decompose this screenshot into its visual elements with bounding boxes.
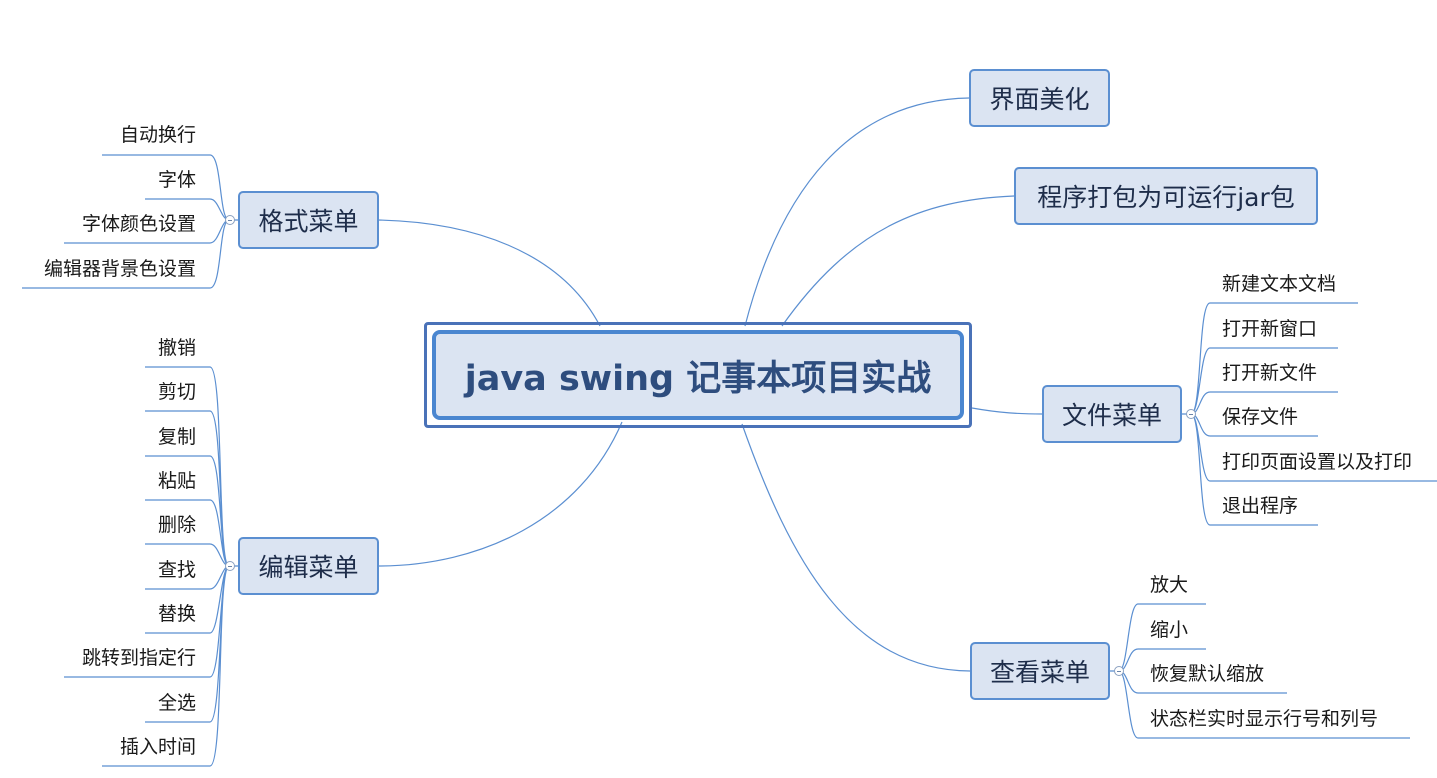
leaf-format-item[interactable]: 字体 bbox=[157, 169, 196, 191]
leaf-format-item[interactable]: 编辑器背景色设置 bbox=[43, 258, 196, 280]
central-topic-title: java swing 记事本项目实战 bbox=[432, 330, 964, 420]
leaf-file-item[interactable]: 保存文件 bbox=[1222, 406, 1299, 428]
topic-view-menu[interactable]: 查看菜单 bbox=[970, 642, 1110, 700]
connector-file bbox=[971, 407, 1043, 415]
connector-format bbox=[377, 219, 601, 327]
connector-beautify bbox=[744, 97, 970, 327]
leaf-edit-item[interactable]: 全选 bbox=[157, 692, 196, 714]
collapse-toggle-format[interactable] bbox=[225, 215, 235, 225]
leaf-edit-item[interactable]: 删除 bbox=[157, 514, 196, 536]
leaf-edit-item[interactable]: 查找 bbox=[157, 559, 196, 581]
collapse-toggle-edit[interactable] bbox=[225, 561, 235, 571]
central-topic[interactable]: java swing 记事本项目实战 bbox=[424, 322, 972, 428]
topic-beautify[interactable]: 界面美化 bbox=[969, 69, 1110, 127]
leaf-edit-item[interactable]: 剪切 bbox=[157, 381, 196, 403]
collapse-toggle-file[interactable] bbox=[1186, 409, 1196, 419]
leaf-file-item[interactable]: 新建文本文档 bbox=[1222, 273, 1337, 295]
leaf-edit-item[interactable]: 撤销 bbox=[157, 337, 196, 359]
collapse-toggle-view[interactable] bbox=[1114, 666, 1124, 676]
leaf-edit-item[interactable]: 复制 bbox=[157, 426, 196, 448]
leaf-file-item[interactable]: 打印页面设置以及打印 bbox=[1222, 451, 1413, 473]
connector-view bbox=[741, 423, 971, 672]
leaf-view-item[interactable]: 恢复默认缩放 bbox=[1150, 663, 1265, 685]
leaf-edit-item[interactable]: 插入时间 bbox=[119, 736, 196, 758]
connector-edit bbox=[377, 421, 623, 567]
leaf-view-item[interactable]: 放大 bbox=[1150, 574, 1189, 596]
connector-package bbox=[781, 195, 1015, 327]
leaf-edit-item[interactable]: 粘贴 bbox=[157, 470, 196, 492]
topic-file-menu[interactable]: 文件菜单 bbox=[1042, 385, 1182, 443]
leaf-edit-item[interactable]: 替换 bbox=[157, 603, 196, 625]
leaf-file-item[interactable]: 打开新窗口 bbox=[1222, 318, 1318, 340]
topic-edit-menu[interactable]: 编辑菜单 bbox=[238, 537, 379, 595]
leaf-view-item[interactable]: 状态栏实时显示行号和列号 bbox=[1150, 708, 1379, 730]
leaf-file-item[interactable]: 打开新文件 bbox=[1222, 362, 1318, 384]
topic-format-menu[interactable]: 格式菜单 bbox=[238, 191, 379, 249]
topic-package-jar[interactable]: 程序打包为可运行jar包 bbox=[1014, 167, 1318, 225]
leaf-file-item[interactable]: 退出程序 bbox=[1222, 495, 1299, 517]
leaf-format-item[interactable]: 自动换行 bbox=[119, 124, 196, 146]
leaf-view-item[interactable]: 缩小 bbox=[1150, 619, 1189, 641]
leaf-edit-item[interactable]: 跳转到指定行 bbox=[81, 647, 196, 669]
leaf-format-item[interactable]: 字体颜色设置 bbox=[81, 213, 196, 235]
